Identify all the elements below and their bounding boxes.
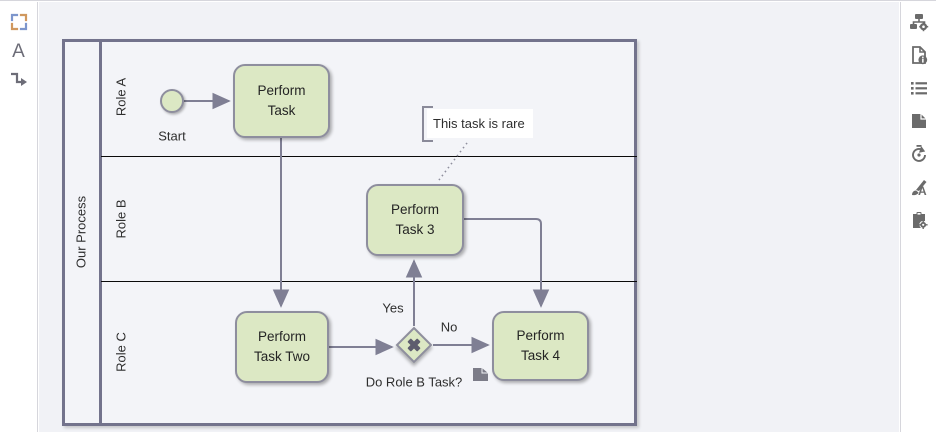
fit-region-icon[interactable] <box>8 11 30 33</box>
lane-divider-ab <box>101 156 637 157</box>
lane-divider-bc <box>101 281 637 282</box>
revision-history-icon[interactable] <box>908 143 930 165</box>
format-style-icon[interactable]: A <box>908 176 930 198</box>
text-tool-icon[interactable]: A <box>8 40 30 62</box>
text-annotation[interactable]: This task is rare <box>427 109 533 138</box>
lane-label-role-c[interactable]: Role C <box>113 332 129 372</box>
task-label: Perform Task 4 <box>516 327 565 363</box>
connector-tool-icon[interactable] <box>8 69 30 91</box>
lane-label-role-a[interactable]: Role A <box>113 77 129 117</box>
pool-title-column[interactable] <box>65 42 102 423</box>
task-perform-task-3[interactable]: Perform Task 3 <box>366 184 464 256</box>
text-tool-label: A <box>12 40 25 62</box>
start-event-node[interactable] <box>160 89 184 113</box>
gateway-label: Do Role B Task? <box>365 374 463 390</box>
task-perform-task-4[interactable]: Perform Task 4 <box>492 311 589 381</box>
task-perform-task[interactable]: Perform Task <box>233 64 330 138</box>
outline-list-icon[interactable] <box>908 77 930 99</box>
start-event-label: Start <box>158 128 186 144</box>
right-toolbar: A <box>900 2 936 432</box>
task-label: Perform Task 3 <box>390 201 439 237</box>
pool-title[interactable]: Our Process <box>73 195 89 269</box>
document-info-icon[interactable] <box>908 44 930 66</box>
svg-text:A: A <box>918 184 927 197</box>
left-toolbar: A <box>0 2 38 432</box>
clipboard-settings-icon[interactable] <box>908 209 930 231</box>
diagram-settings-icon[interactable] <box>908 11 930 33</box>
page-icon[interactable] <box>908 110 930 132</box>
edge-label-no: No <box>440 319 458 335</box>
document-badge-icon[interactable] <box>472 367 489 387</box>
edge-label-yes: Yes <box>382 300 404 316</box>
task-perform-task-two[interactable]: Perform Task Two <box>235 311 329 383</box>
task-label: Perform Task <box>257 82 306 118</box>
lane-label-role-b[interactable]: Role B <box>113 199 129 239</box>
annotation-bracket <box>422 106 433 142</box>
task-label: Perform Task Two <box>253 328 311 364</box>
